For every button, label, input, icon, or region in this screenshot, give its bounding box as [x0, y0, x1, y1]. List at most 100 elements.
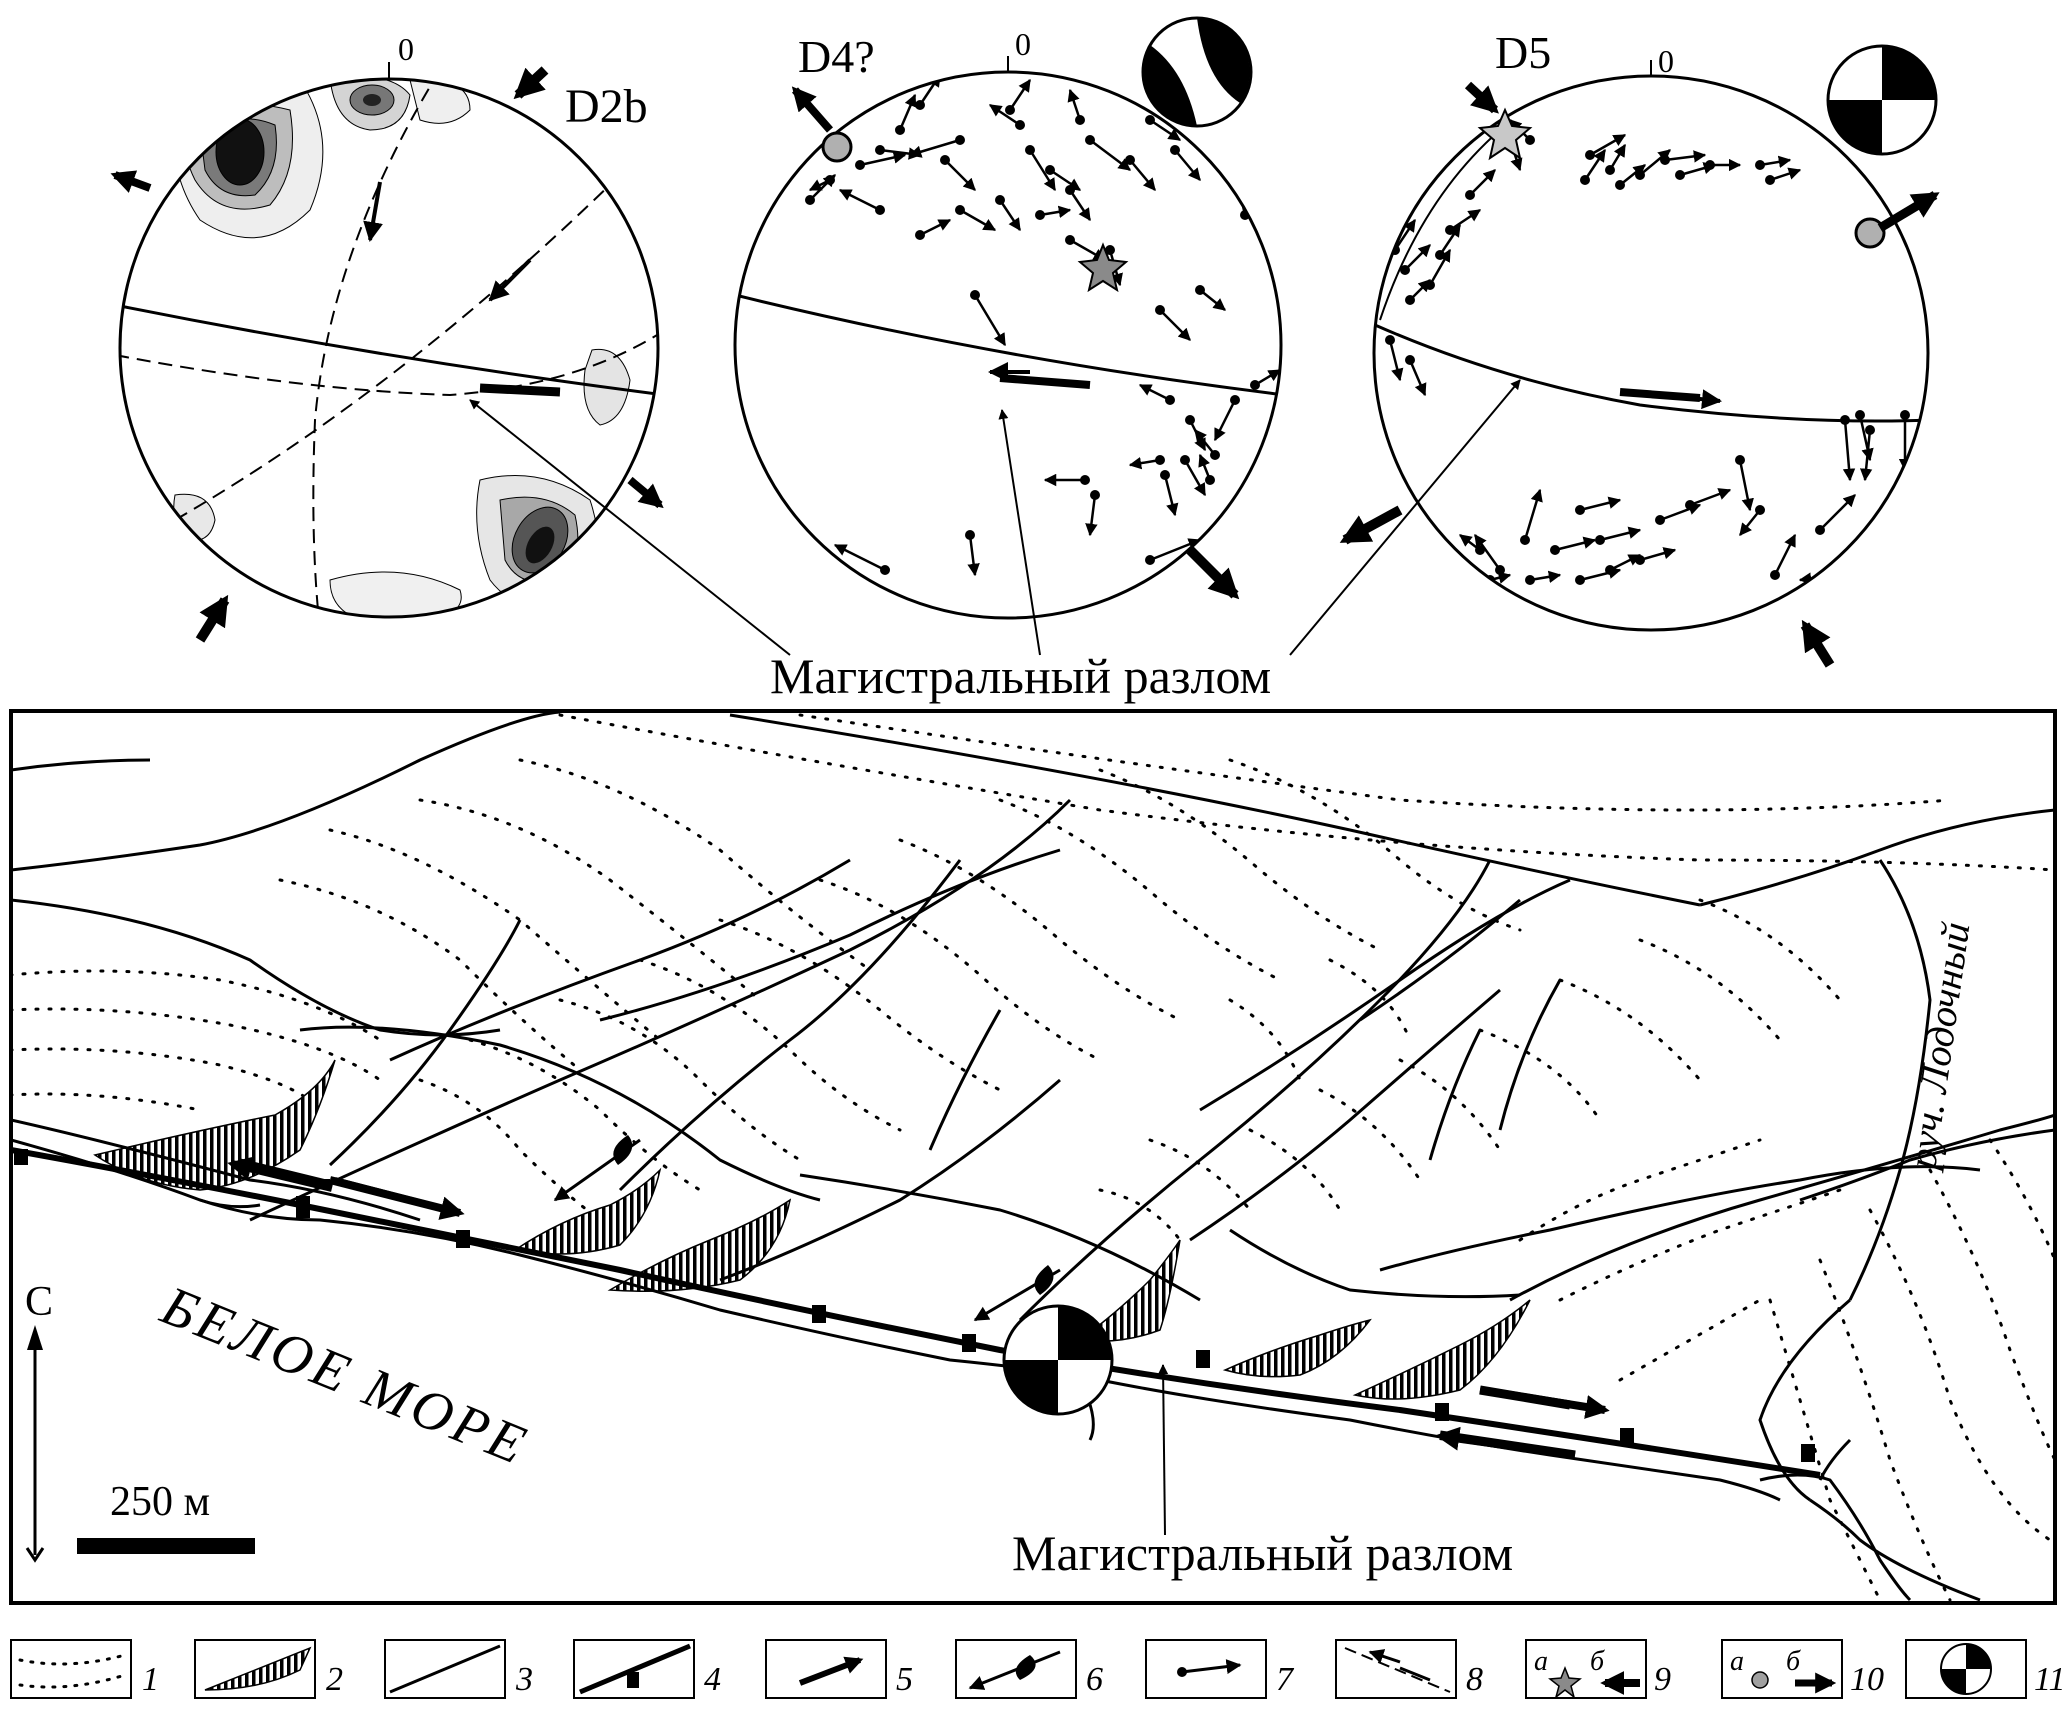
- legend-item-8: 8: [1335, 1639, 1483, 1699]
- legend-item-11: 11: [1905, 1639, 2065, 1699]
- slip-vector-arrow: [908, 138, 961, 158]
- slip-vector-arrow: [1129, 159, 1156, 191]
- svg-text:8: 8: [1466, 1661, 1483, 1698]
- slip-vector-arrow: [1759, 155, 1792, 169]
- scale-label: 250 м: [110, 1479, 210, 1525]
- slip-vector-arrow: [1842, 419, 1856, 482]
- slip-vector-arrow: [1049, 168, 1082, 192]
- slip-vector-arrow: [1589, 133, 1627, 157]
- slip-vector-arrow: [1028, 149, 1057, 192]
- slip-vector-arrow: [1089, 139, 1131, 171]
- slip-vector-arrow: [1738, 459, 1754, 512]
- svg-text:5: 5: [896, 1661, 913, 1698]
- slip-vector-arrow: [1469, 169, 1496, 196]
- slip-vector-arrow: [1473, 533, 1502, 571]
- legend-item-1: 1: [10, 1639, 159, 1699]
- slip-vector-arrow: [1609, 553, 1642, 572]
- slip-vector-arrow: [1798, 572, 1841, 585]
- slip-vector-arrow: [898, 93, 917, 131]
- slip-vector-arrow: [1408, 359, 1427, 397]
- slip-vector-arrow: [1689, 488, 1732, 507]
- slip-vector-arrow: [1068, 189, 1092, 222]
- zero-label: 0: [398, 31, 414, 67]
- legend-item-6: 6: [955, 1639, 1103, 1699]
- caption-leaders: [469, 379, 1521, 656]
- legend: 1 2 3 4 5 6: [10, 1639, 2065, 1699]
- slip-vector-arrow: [1843, 563, 1881, 582]
- north-arrow: С: [25, 1279, 53, 1563]
- slip-vector-arrow: [919, 218, 952, 237]
- slip-vector-arrow: [833, 543, 886, 572]
- stereonet-d5: 0 D5: [1339, 27, 1940, 668]
- slip-vector-arrow: [1085, 494, 1098, 537]
- slip-vector-dot: [1835, 570, 1845, 580]
- legend-item-3: 3: [384, 1639, 533, 1699]
- slip-vector-arrow: [1388, 339, 1404, 382]
- legend-item-4: 4: [573, 1639, 721, 1699]
- slip-vector-arrow: [1174, 149, 1201, 181]
- map-fault-caption: Магистральный разлом: [1012, 1525, 1513, 1581]
- svg-text:а: а: [1730, 1646, 1744, 1677]
- slip-vector-arrow: [1404, 244, 1431, 271]
- legend-item-5: 5: [765, 1639, 913, 1699]
- svg-text:4: 4: [704, 1661, 721, 1698]
- slip-vector-arrow: [918, 73, 942, 106]
- slip-vector-arrow: [1199, 289, 1226, 311]
- zero-label: 0: [1658, 43, 1674, 79]
- slip-vector-arrow: [1739, 509, 1761, 536]
- slip-vector-arrow: [1008, 78, 1032, 111]
- slip-vector-arrow: [1254, 368, 1281, 387]
- slip-vector-arrow: [1428, 248, 1452, 286]
- slip-vector-arrow: [808, 178, 831, 192]
- slip-vector-arrow: [1579, 496, 1622, 512]
- svg-text:б: б: [1786, 1646, 1801, 1677]
- phase-label: D4?: [798, 31, 875, 82]
- legend-item-2: 2: [194, 1639, 343, 1699]
- slip-vector-arrow: [1149, 538, 1202, 562]
- svg-text:10: 10: [1850, 1661, 1884, 1698]
- density-contours: [120, 79, 658, 617]
- slip-vector-arrow: [1159, 309, 1191, 341]
- slip-vector-arrow: [1449, 208, 1482, 232]
- slip-vector-arrow: [1639, 547, 1677, 562]
- slip-vector-arrow: [1608, 143, 1627, 171]
- zero-label: 0: [1015, 26, 1031, 62]
- main-fault: [11, 1147, 1821, 1478]
- slip-vector-arrow: [1138, 383, 1171, 402]
- hatched-zones: [93, 1059, 1531, 1400]
- svg-text:11: 11: [2034, 1661, 2065, 1698]
- legend-item-7: 7: [1145, 1639, 1295, 1699]
- fault-map: БЕЛОЕ МОРЕ руч. Лодочный С 250 м Магистр…: [9, 709, 2057, 1605]
- slip-vector-arrow: [859, 151, 907, 167]
- phase-label: D2b: [565, 80, 648, 133]
- svg-text:6: 6: [1086, 1661, 1103, 1698]
- slip-vector-arrow: [1599, 526, 1642, 542]
- svg-text:3: 3: [515, 1661, 533, 1698]
- slip-vector-arrow: [1198, 453, 1212, 481]
- svg-text:а: а: [1534, 1646, 1548, 1677]
- north-label: С: [25, 1279, 53, 1325]
- slip-vector-arrow: [1183, 459, 1207, 497]
- slip-vector-arrow: [944, 159, 976, 191]
- stereonet-d4: 0 D4?: [733, 16, 1283, 620]
- slip-vector-arrow: [1438, 223, 1462, 256]
- slip-vector-arrow: [967, 534, 980, 577]
- slip-vector-arrow: [1769, 167, 1802, 182]
- slip-vector-arrow: [1523, 488, 1543, 541]
- fault-lines: [11, 711, 2055, 1602]
- slip-vector-arrow: [1194, 429, 1216, 456]
- slip-vector-arrow: [959, 208, 997, 232]
- slip-vector-arrow: [1819, 494, 1856, 531]
- legend-item-10: а б 10: [1721, 1639, 1884, 1699]
- svg-text:б: б: [1590, 1646, 1605, 1677]
- slip-vector-arrow: [1583, 148, 1607, 181]
- top-caption: Магистральный разлом: [770, 648, 1271, 704]
- slip-vector-arrow: [998, 199, 1022, 232]
- slip-vector-arrow: [988, 103, 1021, 127]
- slip-vector-arrow: [1149, 118, 1182, 142]
- svg-text:9: 9: [1654, 1661, 1671, 1698]
- lineation-symbols: [553, 1135, 1061, 1322]
- bedding-lines: [11, 713, 2055, 1602]
- slip-vector-arrow: [1664, 150, 1707, 163]
- stereonet-d2b: 0 D2b: [110, 31, 664, 643]
